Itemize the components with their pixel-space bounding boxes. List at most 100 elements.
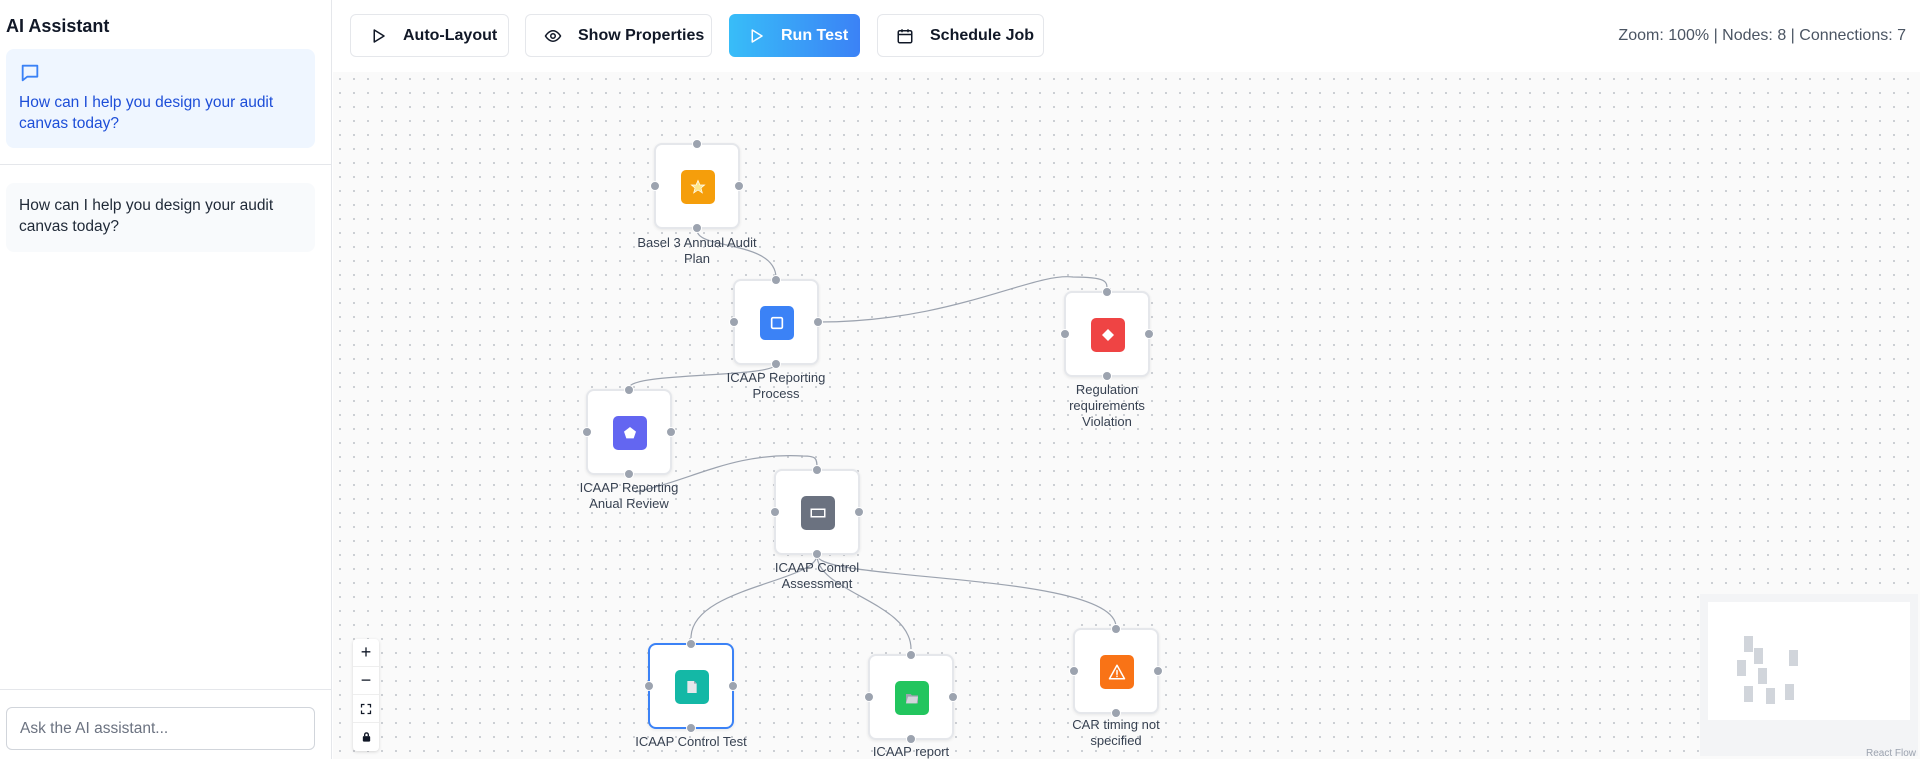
sidebar-divider [0,164,332,165]
connection-handle[interactable] [812,465,822,475]
ai-assistant-input[interactable] [6,707,315,750]
node-label: Regulation requirements Violation [1069,382,1145,429]
fit-view-button[interactable] [353,695,379,723]
connection-handle[interactable] [1069,666,1079,676]
minimap-node [1789,650,1798,666]
connection-handle[interactable] [686,639,696,649]
node-icaap-control-test[interactable] [644,639,738,733]
connection-handle[interactable] [728,681,738,691]
connection-handle[interactable] [692,223,702,233]
connection-handle[interactable] [906,650,916,660]
node-label: ICAAP Control Test [635,734,747,749]
minimap-node [1766,688,1775,704]
edge[interactable] [696,229,777,279]
connection-handle[interactable] [812,549,822,559]
minimap-node [1744,686,1753,702]
edge[interactable] [816,554,912,650]
connection-handle[interactable] [666,427,676,437]
edge[interactable] [634,455,818,493]
show-properties-button[interactable]: Show Properties [525,14,712,57]
node-label: CAR timing not specified [1072,717,1160,748]
rectangle-icon [801,496,835,530]
connection-handle[interactable] [624,385,634,395]
canvas-controls: + − [353,639,379,751]
toolbar: Auto-Layout Show Properties Run Test Sch… [333,0,1920,72]
assistant-message-text: How can I help you design your audit can… [19,197,274,235]
warning-icon [1100,655,1134,689]
connection-handle[interactable] [771,275,781,285]
connection-handle[interactable] [686,723,696,733]
node-label: Basel 3 Annual Audit Plan [637,235,757,266]
node-icaap-report[interactable] [864,650,958,744]
connection-handle[interactable] [1153,666,1163,676]
connection-handle[interactable] [734,181,744,191]
node-label: ICAAP Reporting Process [726,370,826,401]
connection-handle[interactable] [770,507,780,517]
pentagon-icon [613,416,647,450]
minimap-node [1754,648,1763,664]
connection-handle[interactable] [1111,624,1121,634]
auto-layout-label: Auto-Layout [403,26,498,44]
run-test-button[interactable]: Run Test [729,14,860,57]
chat-bubble-icon [19,62,41,84]
connection-handle[interactable] [813,317,823,327]
flow-canvas[interactable]: Basel 3 Annual Audit Plan ICAAP Reportin… [333,72,1920,759]
lock-button[interactable] [353,723,379,751]
edge[interactable] [818,276,1108,323]
diamond-icon [1091,318,1125,352]
auto-layout-button[interactable]: Auto-Layout [350,14,509,57]
connection-handle[interactable] [729,317,739,327]
node-label: ICAAP Control Assessment [774,560,860,591]
node-label: ICAAP report [872,744,950,759]
minimap-node [1737,660,1746,676]
connection-handle[interactable] [692,139,702,149]
star-icon [681,170,715,204]
node-car-timing-not-specified[interactable] [1069,624,1163,718]
connection-handle[interactable] [582,427,592,437]
node-icaap-reporting-process[interactable] [729,275,823,369]
connection-handle[interactable] [644,681,654,691]
run-test-label: Run Test [781,26,849,44]
lock-icon [362,732,370,742]
edge[interactable] [628,363,777,389]
minimap[interactable] [1700,594,1918,756]
connection-handle[interactable] [1111,708,1121,718]
node-basel3-annual-audit-plan[interactable] [650,139,744,233]
assistant-message-highlighted: How can I help you design your audit can… [6,49,315,148]
react-flow-attribution[interactable]: React Flow [1865,748,1916,759]
edge[interactable] [690,554,818,639]
minimap-node [1758,668,1767,684]
connection-handle[interactable] [1144,329,1154,339]
zoom-out-button[interactable]: − [353,667,379,695]
connection-handle[interactable] [1102,371,1112,381]
connection-handle[interactable] [624,469,634,479]
minimap-node [1744,636,1753,652]
connection-handle[interactable] [948,692,958,702]
connection-handle[interactable] [650,181,660,191]
play-icon [369,27,387,45]
document-icon [675,670,709,704]
connection-handle[interactable] [771,359,781,369]
connection-handle[interactable] [1102,287,1112,297]
canvas-status: Zoom: 100% | Nodes: 8 | Connections: 7 [1618,27,1906,44]
connection-handle[interactable] [1060,329,1070,339]
zoom-in-button[interactable]: + [353,639,379,667]
node-regulation-requirements-violation[interactable] [1060,287,1154,381]
calendar-icon [896,27,914,45]
assistant-message: How can I help you design your audit can… [6,183,315,252]
node-label: ICAAP Reporting Anual Review [579,480,679,511]
assistant-message-text: How can I help you design your audit can… [19,94,274,132]
edges-layer [628,229,1117,650]
play-icon [747,27,765,45]
fit-view-icon [360,703,372,714]
sidebar-title: AI Assistant [6,16,110,36]
edge[interactable] [816,554,1117,628]
connection-handle[interactable] [864,692,874,702]
node-icaap-control-assessment[interactable] [770,465,864,559]
connection-handle[interactable] [906,734,916,744]
connection-handle[interactable] [854,507,864,517]
minimap-node [1785,684,1794,700]
node-icaap-reporting-anual-review[interactable] [582,385,676,479]
input-divider [0,689,332,690]
schedule-job-button[interactable]: Schedule Job [877,14,1044,57]
